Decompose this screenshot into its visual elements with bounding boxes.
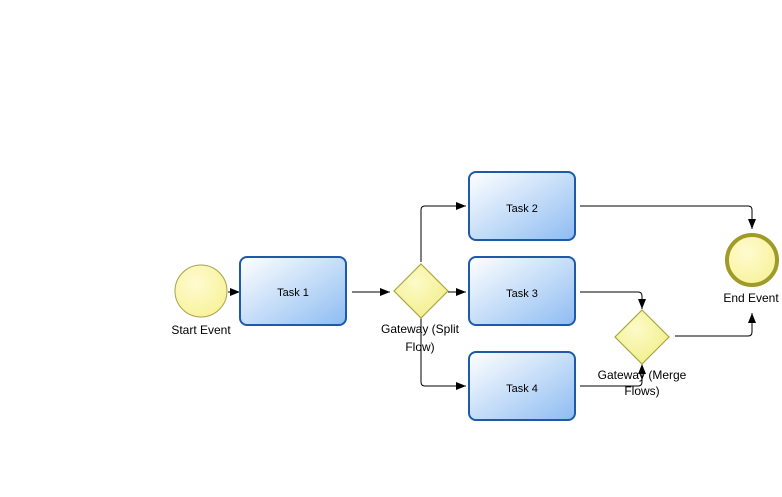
flow-task3-to-merge-gateway[interactable] [580,291,646,309]
sequence-flows [228,202,756,390]
flow-task4-to-merge-gateway[interactable] [580,364,646,387]
split-gateway[interactable]: Gateway (Split Flow) [381,263,460,354]
start-event[interactable]: Start Event [171,264,231,337]
end-event-label: End Event [723,291,779,305]
split-gateway-label-line2: Flow) [405,340,434,354]
task-2-label: Task 2 [506,203,538,215]
flow-task2-to-end-event[interactable] [580,205,756,229]
split-gateway-label-line1: Gateway (Split [381,322,460,336]
flow-split-to-task2[interactable] [420,202,466,262]
task-2[interactable]: Task 2 [468,171,576,241]
start-event-label: Start Event [171,323,231,337]
end-event[interactable]: End Event [723,233,779,305]
task-1-label: Task 1 [277,287,309,299]
task-1[interactable]: Task 1 [239,256,347,326]
flow-split-to-task4[interactable] [420,318,466,390]
merge-gateway-label-line1: Gateway (Merge [598,368,687,382]
task-3[interactable]: Task 3 [468,256,576,326]
task-3-label: Task 3 [506,288,538,300]
task-4[interactable]: Task 4 [468,351,576,421]
task-4-label: Task 4 [506,383,538,395]
flow-merge-to-end-event[interactable] [675,313,756,337]
merge-gateway-label-line2: Flows) [624,384,659,398]
merge-gateway[interactable]: Gateway (Merge Flows) [598,309,687,398]
